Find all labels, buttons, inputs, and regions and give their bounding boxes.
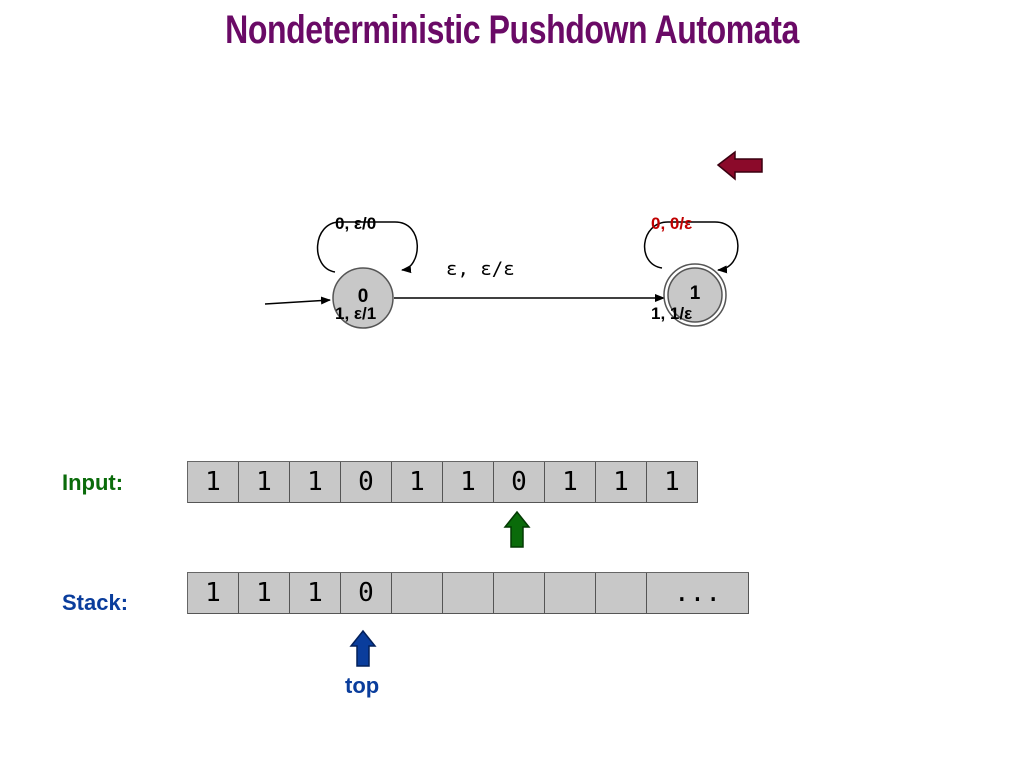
stack-cell bbox=[596, 573, 647, 614]
input-head-arrow-icon bbox=[503, 510, 531, 548]
input-cell: 1 bbox=[647, 462, 698, 503]
input-cell-head: 0 bbox=[494, 462, 545, 503]
stack-cell: 1 bbox=[188, 573, 239, 614]
loop-1-label-line-2: 1, 1/ε bbox=[651, 304, 693, 323]
state-0-circle bbox=[332, 267, 394, 329]
transition-0-to-1-label: ε, ε/ε bbox=[446, 258, 515, 280]
self-loop-state-0 bbox=[316, 221, 418, 274]
stack-cell: 1 bbox=[290, 573, 341, 614]
stack-label: Stack: bbox=[62, 590, 129, 615]
stack-top-arrow-icon bbox=[349, 629, 377, 667]
stack-cell bbox=[392, 573, 443, 614]
state-1-label: 1 bbox=[689, 283, 701, 304]
loop-0-label-line-2: 1, ε/1 bbox=[335, 304, 377, 323]
start-arrow bbox=[264, 296, 331, 305]
stack-top-label: top bbox=[345, 673, 380, 698]
stack-cell bbox=[494, 573, 545, 614]
input-cell: 1 bbox=[188, 462, 239, 503]
loop-1-label-highlighted: 0, 0/ε bbox=[651, 214, 693, 233]
input-tape: 1 1 1 0 1 1 0 1 1 1 bbox=[187, 461, 698, 503]
page-title: Nondeterministic Pushdown Automata bbox=[225, 8, 799, 52]
loop-1-label: 0, 0/ε 1, 1/ε bbox=[651, 149, 692, 359]
state-0-label: 0 bbox=[357, 286, 369, 307]
input-cell: 1 bbox=[392, 462, 443, 503]
input-cell: 1 bbox=[239, 462, 290, 503]
loop-0-label-line-1: 0, ε/0 bbox=[335, 214, 377, 233]
stack-cell-ellipsis: ... bbox=[647, 573, 749, 614]
input-cell: 1 bbox=[443, 462, 494, 503]
stack-tape: 1 1 1 0 ... bbox=[187, 572, 749, 614]
input-cell: 1 bbox=[596, 462, 647, 503]
stack-cell-top: 0 bbox=[341, 573, 392, 614]
stack-cell bbox=[443, 573, 494, 614]
stack-cell bbox=[545, 573, 596, 614]
state-1-inner-circle bbox=[667, 267, 723, 323]
self-loop-state-1 bbox=[644, 221, 739, 274]
loop-0-label: 0, ε/0 1, ε/1 bbox=[335, 149, 376, 359]
input-label: Input: bbox=[62, 470, 124, 495]
stack-cell: 1 bbox=[239, 573, 290, 614]
input-cell: 0 bbox=[341, 462, 392, 503]
input-cell: 1 bbox=[545, 462, 596, 503]
highlight-arrow-icon bbox=[716, 150, 763, 181]
input-cell: 1 bbox=[290, 462, 341, 503]
